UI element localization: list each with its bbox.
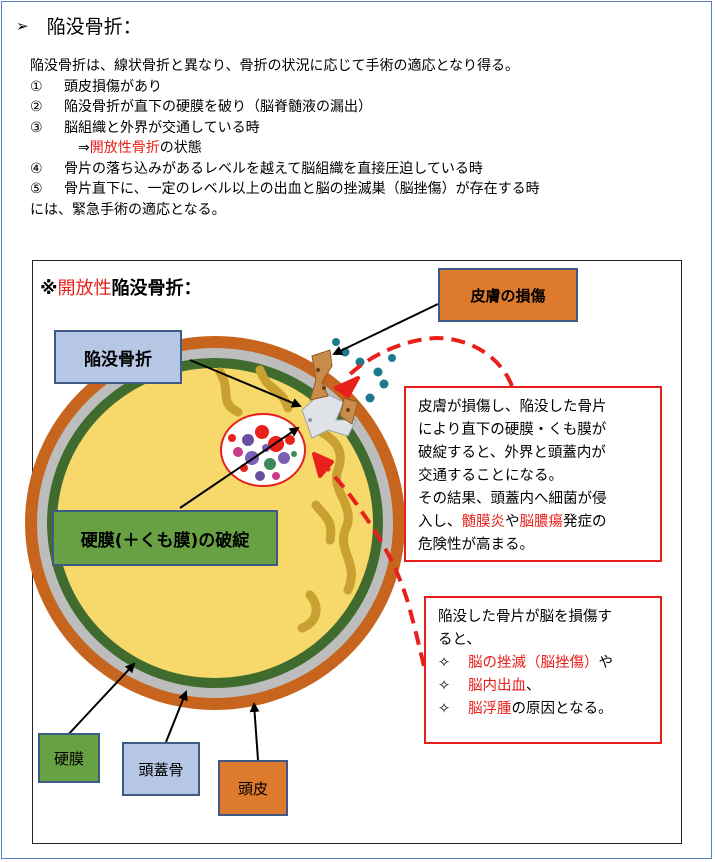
arrow-dura xyxy=(65,662,136,738)
label-dura: 硬膜 xyxy=(38,733,100,783)
label-depressed-fracture: 陥没骨折 xyxy=(54,330,182,384)
intro-line: 陥没骨折は、線状骨折と異なり、骨折の状況に応じて手術の適応となり得る。 xyxy=(30,58,520,74)
heading-text: 陥没骨折： xyxy=(46,16,142,38)
label-scalp: 頭皮 xyxy=(218,760,288,816)
brain-gyri xyxy=(215,365,356,633)
label-dura-rupture: 硬膜(＋くも膜)の破綻 xyxy=(52,510,278,566)
red-arrow-to-fracture xyxy=(344,335,514,387)
label-skull: 頭蓋骨 xyxy=(122,742,200,796)
implies-arrow-icon: ⇒ xyxy=(78,140,90,156)
brain-contusion xyxy=(220,413,306,487)
arrow-skull xyxy=(165,690,188,743)
label-skin-injury: 皮膚の損傷 xyxy=(438,268,578,322)
section-heading: ➢ 陥没骨折： xyxy=(16,12,142,39)
arrow-skin-injury xyxy=(332,303,439,356)
bone-fragments xyxy=(301,349,359,439)
red-arrow-to-brain xyxy=(320,460,426,667)
arrow-depressed-fracture xyxy=(189,359,302,408)
sparkle-bullet-icon: ✧ xyxy=(438,655,451,671)
callout-brain-injury: 陥没した骨片が脳を損傷す ると、 ✧脳の挫滅（脳挫傷）や ✧脳内出血、 ✧脳浮腫… xyxy=(424,596,662,744)
intro-conclusion: には、緊急手術の適応となる。 xyxy=(30,201,226,218)
red-arrowhead-fracture xyxy=(334,376,360,398)
arrow-bullet-icon: ➢ xyxy=(16,16,29,35)
sparkle-bullet-icon: ✧ xyxy=(438,701,451,717)
intro-open-fracture-line: ⇒開放性骨折の状態 xyxy=(78,140,202,156)
callout-infection-risk: 皮膚が損傷し、陥没した骨片 により直下の硬膜・くも膜が 破綻すると、外界と頭蓋内… xyxy=(404,386,662,562)
arrow-dura-rupture xyxy=(179,426,300,509)
arrow-scalp xyxy=(249,702,260,761)
diagram-title: ※開放性陥没骨折： xyxy=(40,278,202,299)
sparkle-bullet-icon: ✧ xyxy=(438,678,451,694)
red-arrowhead-brain xyxy=(312,452,334,478)
